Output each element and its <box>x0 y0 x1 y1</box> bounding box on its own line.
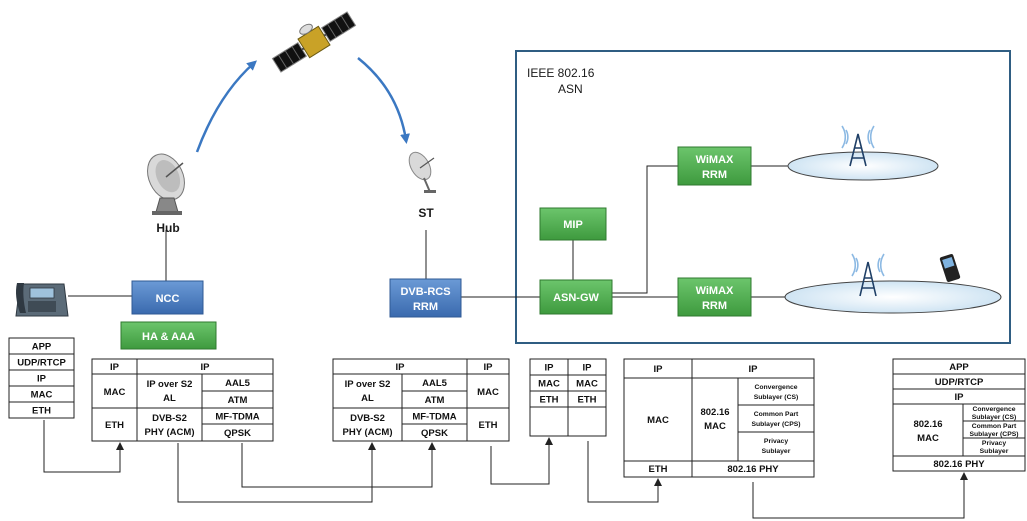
downlink-arrow <box>358 58 406 140</box>
bs-cps-1: Common Part <box>754 411 799 418</box>
st-mac: MAC <box>477 387 499 398</box>
ms-80216-mac-1: 802.16 <box>913 419 942 430</box>
bridge-eth-2: ETH <box>578 395 597 406</box>
ms-cps-1: Common Part <box>972 423 1017 430</box>
st-qpsk: QPSK <box>421 428 448 439</box>
stack-hub: IP IP MAC ETH IP over S2 AL DVB-S2 PHY (… <box>92 359 273 441</box>
ms-cs-1: Convergence <box>972 406 1015 413</box>
bridge-mac-1: MAC <box>538 379 560 390</box>
st-ipover-2: AL <box>361 393 374 404</box>
bs-ip-right: IP <box>749 364 759 375</box>
wimax-bottom-label: WiMAX <box>696 285 734 297</box>
hub-ipover-2: AL <box>163 393 176 404</box>
stack-st: IP IP IP over S2 AL DVB-S2 PHY (ACM) AAL… <box>333 359 509 441</box>
st-ip-left: IP <box>396 362 406 373</box>
bs-priv-2: Sublayer <box>762 448 791 455</box>
bs-eth: ETH <box>649 464 668 475</box>
bs-cps-2: Sublayer (CPS) <box>751 421 800 428</box>
mip-label: MIP <box>563 219 583 231</box>
dvb-rcs-rrm-node[interactable]: DVB-RCS RRM <box>390 279 461 317</box>
hub-dish-icon <box>140 148 191 215</box>
ms-ip: IP <box>955 392 965 403</box>
hub-aal5: AAL5 <box>225 378 251 389</box>
hub-eth: ETH <box>105 420 124 431</box>
hub-qpsk: QPSK <box>224 428 251 439</box>
bridge-eth-1: ETH <box>540 395 559 406</box>
ms-priv-2: Sublayer <box>980 448 1009 455</box>
hub-dvbs2-1: DVB-S2 <box>152 413 187 424</box>
stack-base-station: IP IP MAC ETH 802.16 MAC Convergence Sub… <box>624 359 814 477</box>
bridge-ip-1: IP <box>545 363 555 374</box>
hub-ipover-1: IP over S2 <box>147 379 193 390</box>
hub-mac: MAC <box>104 387 126 398</box>
bs-80216-mac-1: 802.16 <box>700 407 729 418</box>
asn-title-line2: ASN <box>558 82 583 96</box>
wimax-top-label: WiMAX <box>696 154 734 166</box>
uplink-arrow <box>197 63 254 152</box>
st-mftdma: MF-TDMA <box>412 412 456 423</box>
st-atm: ATM <box>425 395 445 406</box>
bs-mac: MAC <box>647 415 669 426</box>
bs-phy: 802.16 PHY <box>727 464 779 475</box>
mip-node[interactable]: MIP <box>540 208 606 240</box>
ms-phy: 802.16 PHY <box>933 459 985 470</box>
client-mac: MAC <box>31 390 53 401</box>
hub-dvbs2-2: PHY (ACM) <box>145 427 195 438</box>
stack-mobile-station: APP UDP/RTCP IP 802.16 MAC Convergence S… <box>893 359 1025 471</box>
wimax-top-rrm-label: RRM <box>702 169 727 181</box>
dvb-rcs-label: DVB-RCS <box>400 286 450 298</box>
st-eth: ETH <box>479 420 498 431</box>
asn-title-line1: IEEE 802.16 <box>527 66 595 80</box>
bs-priv-1: Privacy <box>764 438 788 445</box>
bridge-mac-2: MAC <box>576 379 598 390</box>
ms-80216-mac-2: MAC <box>917 433 939 444</box>
bs-cs-2: Sublayer (CS) <box>754 394 799 401</box>
client-eth: ETH <box>32 406 51 417</box>
bs-80216-mac-2: MAC <box>704 421 726 432</box>
ha-aaa-node[interactable]: HA & AAA <box>121 322 216 349</box>
st-label: ST <box>418 206 434 220</box>
hub-atm: ATM <box>228 395 248 406</box>
hub-ip-left: IP <box>110 362 120 373</box>
st-ipover-1: IP over S2 <box>345 379 391 390</box>
cell-coverage-bottom <box>785 281 1001 313</box>
st-dvbs2-2: PHY (ACM) <box>343 427 393 438</box>
bridge-ip-2: IP <box>583 363 593 374</box>
wimax-rrm-top-node[interactable]: WiMAX RRM <box>678 147 751 185</box>
st-dish-icon <box>405 149 436 193</box>
hub-mftdma: MF-TDMA <box>215 412 259 423</box>
ha-aaa-label: HA & AAA <box>142 331 195 343</box>
wimax-bottom-rrm-label: RRM <box>702 300 727 312</box>
asn-gw-node[interactable]: ASN-GW <box>540 280 612 314</box>
ncc-label: NCC <box>156 293 180 305</box>
ms-cs-2: Sublayer (CS) <box>972 414 1017 421</box>
stack-bridge: IP IP MAC MAC ETH ETH <box>530 359 606 436</box>
satellite-icon <box>267 3 358 75</box>
asn-gw-label: ASN-GW <box>553 292 599 304</box>
telephone-icon <box>16 283 68 316</box>
ms-cps-2: Sublayer (CPS) <box>969 431 1018 438</box>
ms-priv-1: Privacy <box>982 440 1006 447</box>
ms-app: APP <box>949 362 969 373</box>
bs-ip-left: IP <box>654 364 664 375</box>
ms-udp: UDP/RTCP <box>935 377 984 388</box>
client-udp: UDP/RTCP <box>17 358 66 369</box>
st-aal5: AAL5 <box>422 378 448 389</box>
hub-label: Hub <box>156 221 179 235</box>
st-ip-right: IP <box>484 362 494 373</box>
st-dvbs2-1: DVB-S2 <box>350 413 385 424</box>
hub-ip-right: IP <box>201 362 211 373</box>
dvb-rcs-rrm-label: RRM <box>413 301 438 313</box>
client-app: APP <box>32 342 52 353</box>
bs-cs-1: Convergence <box>754 384 797 391</box>
ncc-node[interactable]: NCC <box>132 281 203 314</box>
stack-client: APP UDP/RTCP IP MAC ETH <box>9 338 74 418</box>
client-ip: IP <box>37 374 47 385</box>
wimax-rrm-bottom-node[interactable]: WiMAX RRM <box>678 278 751 316</box>
